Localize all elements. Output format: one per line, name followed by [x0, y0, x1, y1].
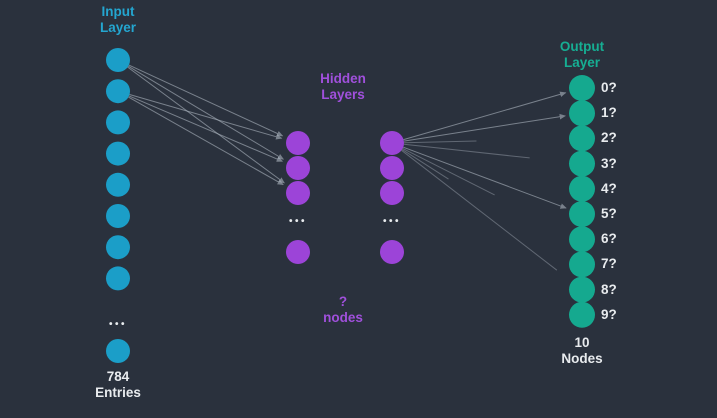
- output-node-label: 3?: [601, 156, 617, 171]
- hidden-output-connection: [403, 146, 567, 209]
- hidden-output-connection: [403, 91, 567, 141]
- hidden-layer-1-ellipsis: •••: [288, 216, 307, 227]
- input-node: [106, 339, 130, 363]
- output-node: [569, 276, 595, 303]
- hidden-output-connection: [402, 147, 495, 196]
- input-layer-ellipsis: •••: [108, 319, 127, 330]
- output-node-label: 6?: [601, 231, 617, 246]
- hidden-layers-title: Hidden Layers: [320, 71, 366, 102]
- input-hidden-connection: [128, 65, 285, 160]
- output-node: [569, 201, 595, 227]
- output-node-count-label: 10 Nodes: [561, 335, 603, 366]
- output-node: [569, 226, 595, 253]
- output-node-label: 9?: [601, 307, 617, 322]
- output-node: [569, 251, 595, 278]
- output-node: [569, 150, 595, 177]
- hidden-output-connection: [403, 113, 566, 142]
- output-node: [569, 125, 595, 152]
- output-node: [569, 100, 595, 127]
- output-node: [569, 301, 595, 328]
- output-node-label: 1?: [601, 105, 617, 120]
- hidden-output-connection: [401, 149, 449, 180]
- hidden-layer-2-ellipsis: •••: [382, 216, 401, 227]
- input-hidden-connection: [128, 64, 284, 137]
- hidden-node: [286, 181, 310, 205]
- input-layer-title: Input Layer: [99, 4, 137, 35]
- hidden-node: [286, 240, 310, 264]
- hidden-output-connection: [403, 143, 530, 159]
- input-node: [106, 235, 130, 260]
- hidden-node-count-label: ? nodes: [323, 294, 363, 325]
- input-hidden-connection: [128, 95, 284, 162]
- hidden-node: [380, 156, 404, 180]
- output-layer-title: Output Layer: [559, 39, 605, 70]
- output-node-label: 5?: [601, 206, 617, 221]
- input-node: [106, 266, 130, 291]
- output-node: [569, 175, 595, 202]
- input-node: [106, 110, 130, 135]
- hidden-output-connection: [401, 149, 558, 271]
- output-node-label: 0?: [601, 80, 617, 95]
- input-entries-label: 784 Entries: [95, 369, 141, 400]
- input-node: [106, 48, 130, 72]
- output-node-label: 4?: [601, 181, 617, 196]
- input-node: [106, 79, 130, 104]
- output-node-label: 8?: [601, 282, 617, 297]
- hidden-output-connection: [403, 140, 477, 144]
- hidden-node: [286, 131, 310, 155]
- output-node-label: 2?: [601, 130, 617, 145]
- hidden-node: [286, 156, 310, 180]
- input-node: [106, 204, 130, 228]
- output-node-label: 7?: [601, 256, 617, 271]
- input-node: [106, 141, 130, 166]
- input-hidden-connection: [127, 66, 285, 184]
- hidden-node: [380, 181, 404, 205]
- input-hidden-connection: [128, 96, 284, 186]
- hidden-node: [380, 240, 404, 264]
- hidden-node: [380, 131, 404, 155]
- output-node: [569, 75, 595, 101]
- input-node: [106, 172, 130, 197]
- input-hidden-connection: [129, 94, 283, 140]
